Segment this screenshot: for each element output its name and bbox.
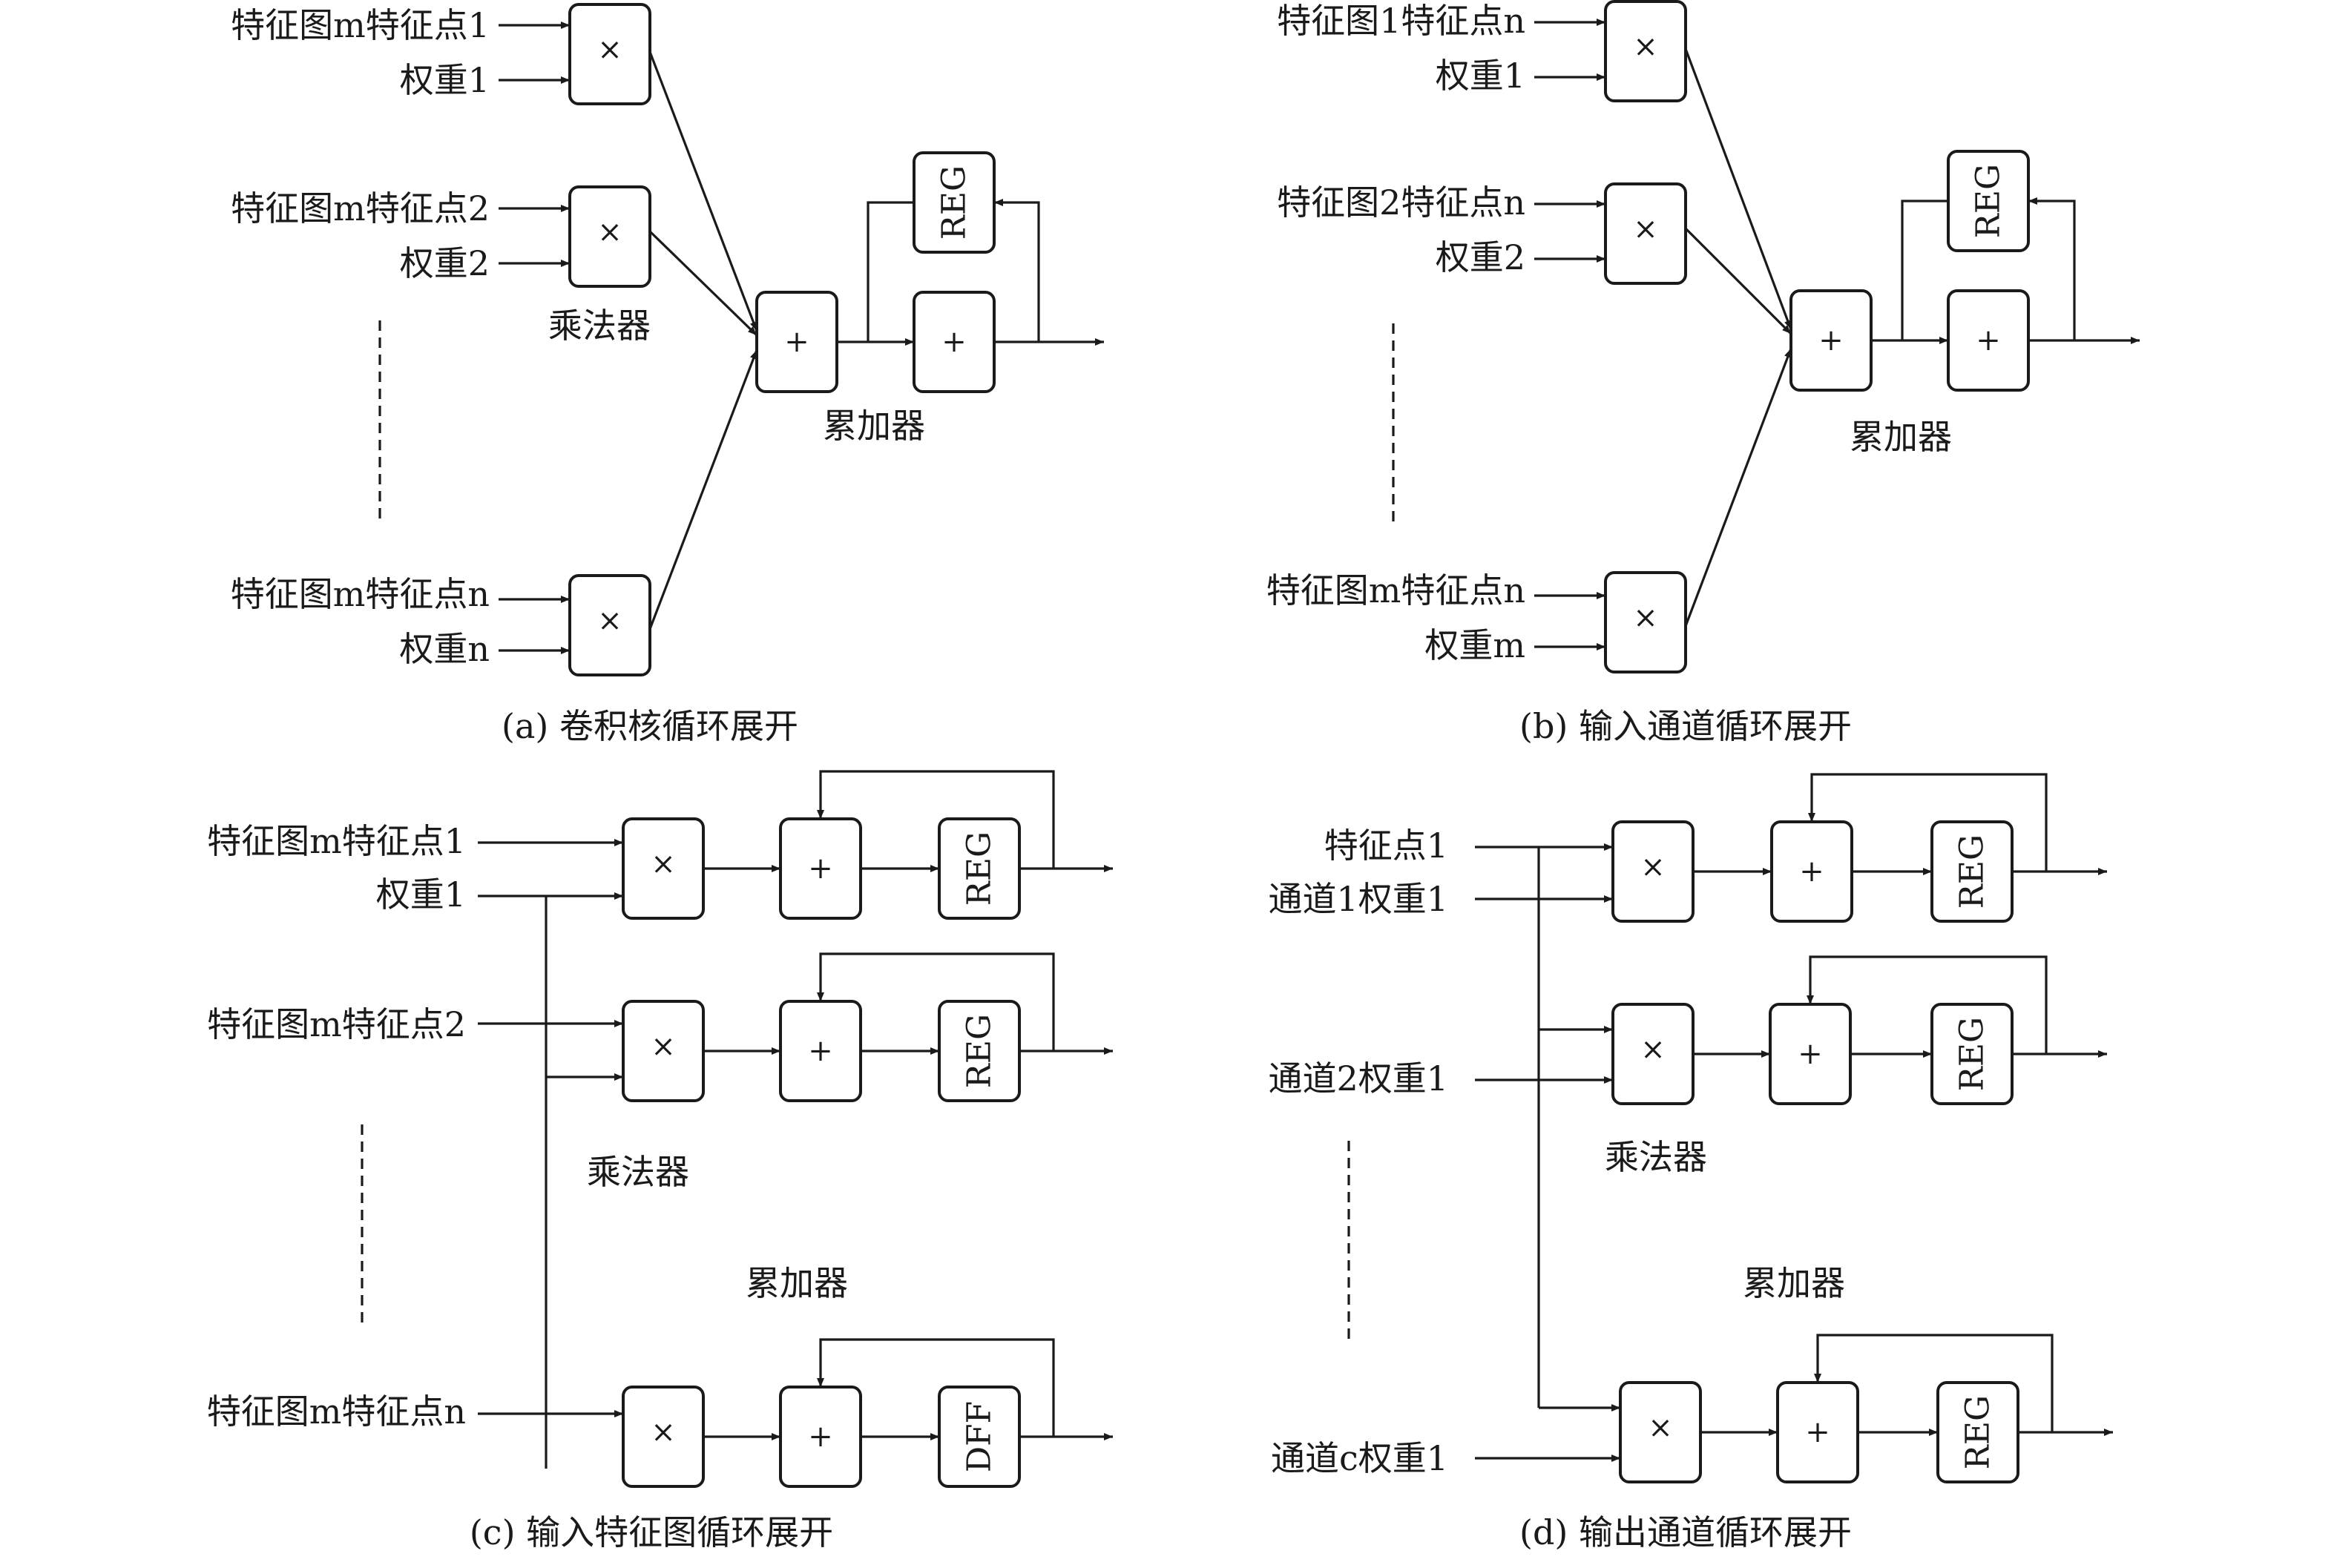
panel-a-multiply-symbol: × xyxy=(597,33,622,67)
panel-d-reg-label: REG xyxy=(1953,1017,1991,1091)
panel-c-feedback-arrow xyxy=(817,1338,1055,1437)
panel-c-feedback-arrow xyxy=(817,952,1055,1051)
panel-d-reg-label: REG xyxy=(1959,1395,1997,1469)
panel-c-accumulator-label: 累加器 xyxy=(746,1263,848,1303)
panel-a-multiplier-label: 乘法器 xyxy=(548,306,651,346)
panel-b-weight-label-2: 权重2 xyxy=(1436,237,1525,277)
panel-a-caption: (a) 卷积核循环展开 xyxy=(502,706,798,746)
panel-b-reg-label: REG xyxy=(1970,164,2008,238)
panel-b-accumulator-label: 累加器 xyxy=(1850,417,1952,457)
panel-a-multiplier-box xyxy=(568,185,651,288)
panel-c-caption: (c) 输入特征图循环展开 xyxy=(470,1512,833,1552)
panel-a-reg-output-wire xyxy=(867,201,914,342)
panel-d-weight-label-1: 通道1权重1 xyxy=(1268,879,1448,919)
panel-a-feature-label-2: 特征图m特征点2 xyxy=(231,188,490,228)
panel-b-feature-label-m: 特征图m特征点n xyxy=(1266,570,1525,610)
panel-c-multiply-symbol: × xyxy=(651,1415,676,1449)
panel-a-feature-label-1: 特征图m特征点1 xyxy=(231,5,490,45)
panel-d: 特征点1 通道1权重1 通道2权重1 通道c权重1 × + REG × + RE… xyxy=(1268,773,2113,1552)
panel-b-reg-output-wire xyxy=(1901,200,1948,340)
panel-d-weight-label-2: 通道2权重1 xyxy=(1268,1058,1448,1098)
panel-b-multiply-symbol: × xyxy=(1633,601,1658,635)
panel-a-product-arrow xyxy=(648,349,758,630)
panel-b-weight-label-1: 权重1 xyxy=(1436,56,1525,96)
panel-c-add-symbol: + xyxy=(808,1034,833,1068)
panel-a-add-symbol: + xyxy=(784,325,809,359)
panel-a-weight-label-2: 权重2 xyxy=(400,243,490,283)
panel-b-add-symbol: + xyxy=(1818,323,1844,358)
panel-c-reg-label: REG xyxy=(961,1014,999,1088)
panel-d-multiplier-label: 乘法器 xyxy=(1605,1137,1707,1177)
panel-a-product-arrow xyxy=(648,230,758,337)
panel-d-add-symbol: + xyxy=(1805,1415,1830,1449)
panel-b-multiplier-box xyxy=(1604,182,1687,285)
panel-b-multiply-symbol: × xyxy=(1633,30,1658,64)
panel-a-feedback-arrow xyxy=(994,199,1040,342)
panel-c-feature-label-2: 特征图m特征点2 xyxy=(207,1004,466,1044)
panel-c-multiply-symbol: × xyxy=(651,1030,676,1064)
panel-c-dff-label: DFF xyxy=(961,1401,999,1472)
panel-d-feature-label: 特征点1 xyxy=(1324,826,1448,866)
panel-a-add-symbol: + xyxy=(941,325,967,359)
panel-c-reg-label: REG xyxy=(961,831,999,906)
panel-a-multiply-symbol: × xyxy=(597,215,622,249)
panel-d-add-symbol: + xyxy=(1798,1037,1823,1071)
panel-d-add-symbol: + xyxy=(1799,854,1824,889)
panel-a-multiply-symbol: × xyxy=(597,604,622,638)
panel-d-multiply-symbol: × xyxy=(1640,850,1666,884)
panel-c-multiply-symbol: × xyxy=(651,847,676,881)
panel-a-weight-label-1: 权重1 xyxy=(400,60,490,100)
panel-b-feature-label-1: 特征图1特征点n xyxy=(1277,1,1525,41)
panel-a-reg-label: REG xyxy=(936,165,973,240)
panel-d-multiply-symbol: × xyxy=(1648,1411,1673,1445)
panel-d-feedback-arrow xyxy=(1807,955,2048,1054)
panel-d-feedback-arrow xyxy=(1814,1334,2054,1432)
panel-b-caption: (b) 输入通道循环展开 xyxy=(1519,706,1852,746)
panel-d-weight-label-c: 通道c权重1 xyxy=(1271,1438,1448,1478)
panel-c-feature-label-1: 特征图m特征点1 xyxy=(207,821,466,861)
panel-c-feedback-arrow xyxy=(817,770,1055,869)
panel-a-accumulator-label: 累加器 xyxy=(823,406,925,446)
panel-b-product-arrow xyxy=(1684,348,1792,627)
panel-c-add-symbol: + xyxy=(808,851,833,886)
panel-b-add-symbol: + xyxy=(1976,323,2001,358)
panel-d-caption: (d) 输出通道循环展开 xyxy=(1519,1512,1852,1552)
panel-a-weight-label-n: 权重n xyxy=(399,629,490,669)
panel-c: 特征图m特征点1 权重1 特征图m特征点2 特征图m特征点n × + REG ×… xyxy=(207,770,1113,1552)
panel-c-multiplier-label: 乘法器 xyxy=(587,1152,689,1192)
panel-d-reg-label: REG xyxy=(1953,834,1991,909)
panel-b: 特征图1特征点n 权重1 特征图2特征点n 权重2 特征图m特征点n 权重m ×… xyxy=(1266,0,2140,746)
panel-a-feature-label-n: 特征图m特征点n xyxy=(231,574,490,614)
panel-b-multiply-symbol: × xyxy=(1633,212,1658,246)
panel-a-product-arrow xyxy=(648,51,758,332)
panel-d-accumulator-label: 累加器 xyxy=(1743,1263,1845,1303)
panel-b-product-arrow xyxy=(1684,48,1792,330)
panel-d-feedback-arrow xyxy=(1808,773,2048,872)
panel-b-feedback-arrow xyxy=(2028,197,2076,340)
panel-d-multiply-symbol: × xyxy=(1640,1032,1666,1067)
panel-c-add-symbol: + xyxy=(808,1420,833,1454)
panel-b-feature-label-2: 特征图2特征点n xyxy=(1277,182,1525,223)
panel-b-multiplier-box xyxy=(1604,571,1687,673)
panel-b-weight-label-m: 权重m xyxy=(1424,625,1525,665)
panel-a: 特征图m特征点1 权重1 特征图m特征点2 权重2 特征图m特征点n 权重n ×… xyxy=(231,3,1104,746)
panel-b-product-arrow xyxy=(1684,227,1792,335)
panel-c-feature-label-n: 特征图m特征点n xyxy=(207,1391,466,1432)
panel-c-weight-label: 权重1 xyxy=(376,874,466,915)
panel-a-multiplier-box xyxy=(568,574,651,676)
